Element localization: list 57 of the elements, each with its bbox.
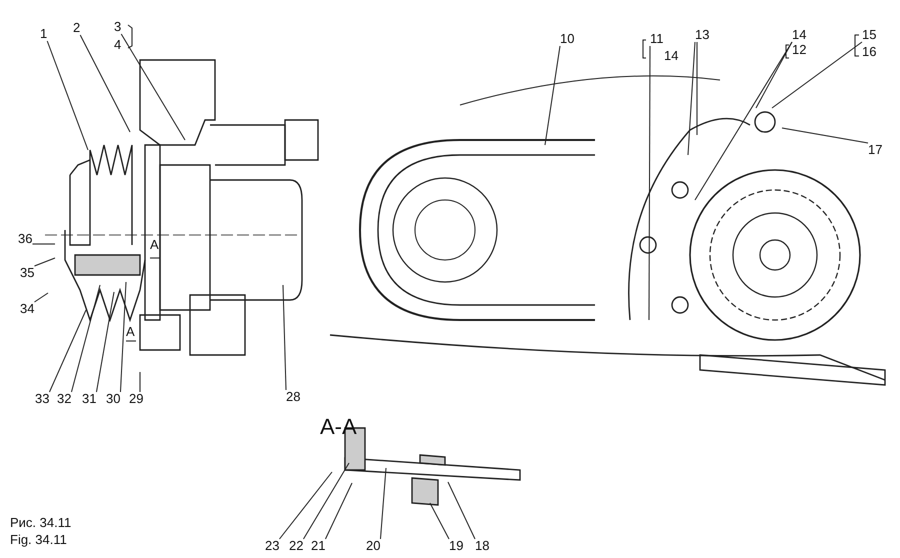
leader-line bbox=[772, 42, 862, 108]
leader-line bbox=[544, 46, 560, 146]
section-mark: A bbox=[126, 325, 135, 339]
leader-line bbox=[282, 284, 286, 390]
leader-line bbox=[34, 258, 56, 266]
leader-line bbox=[756, 42, 792, 108]
leader-line bbox=[120, 34, 186, 140]
leader-line bbox=[448, 482, 476, 540]
callout-number: 4 bbox=[114, 38, 122, 52]
callout-number: 33 bbox=[35, 392, 50, 406]
callout-number: 14 bbox=[792, 28, 806, 42]
leader-line bbox=[80, 34, 130, 132]
callout-number: 2 bbox=[73, 21, 80, 35]
callout-number: 34 bbox=[20, 302, 34, 316]
leader-line bbox=[70, 284, 100, 392]
callout-number: 36 bbox=[18, 232, 32, 246]
figure-caption: Рис. 34.11 bbox=[10, 516, 72, 530]
callout-number: 28 bbox=[286, 390, 300, 404]
callout-number: 11 bbox=[650, 32, 664, 46]
callout-number: 1 bbox=[40, 27, 48, 41]
section-mark: A bbox=[150, 238, 159, 252]
callout-number: 30 bbox=[106, 392, 120, 406]
leader-line bbox=[34, 292, 48, 302]
leader-line bbox=[648, 46, 650, 320]
leader-line bbox=[278, 472, 332, 540]
callout-number: 35 bbox=[20, 266, 34, 280]
section-title: A-A bbox=[320, 415, 357, 439]
callout-number: 12 bbox=[792, 43, 806, 57]
callout-number: 20 bbox=[366, 539, 380, 553]
leader-line bbox=[430, 502, 450, 540]
callout-number: 22 bbox=[289, 539, 304, 553]
callout-number: 14 bbox=[664, 49, 678, 63]
leader-line bbox=[324, 482, 352, 540]
callout-number: 15 bbox=[862, 28, 876, 42]
leader-line bbox=[48, 310, 86, 392]
leader-line bbox=[694, 42, 792, 200]
callout-number: 29 bbox=[129, 392, 144, 406]
leader-line bbox=[96, 292, 114, 392]
callout-number: 13 bbox=[695, 28, 710, 42]
callout-number: 18 bbox=[475, 539, 490, 553]
callout-number: 3 bbox=[114, 20, 122, 34]
leader-line bbox=[120, 282, 126, 392]
callout-number: 10 bbox=[560, 32, 574, 46]
callout-number: 32 bbox=[57, 392, 72, 406]
leader-line bbox=[380, 468, 386, 540]
callout-number: 17 bbox=[868, 143, 882, 157]
leader-line bbox=[46, 40, 88, 150]
callout-number: 16 bbox=[862, 45, 876, 59]
callout-number: 31 bbox=[82, 392, 96, 406]
callout-number: 23 bbox=[265, 539, 280, 553]
callout-number: 21 bbox=[311, 539, 326, 553]
leader-line bbox=[688, 42, 696, 156]
leader-line bbox=[302, 462, 350, 540]
leader-line bbox=[782, 128, 868, 144]
callout-number: 19 bbox=[449, 539, 464, 553]
figure-caption: Fig. 34.11 bbox=[10, 533, 67, 547]
leader-line bbox=[696, 42, 698, 136]
